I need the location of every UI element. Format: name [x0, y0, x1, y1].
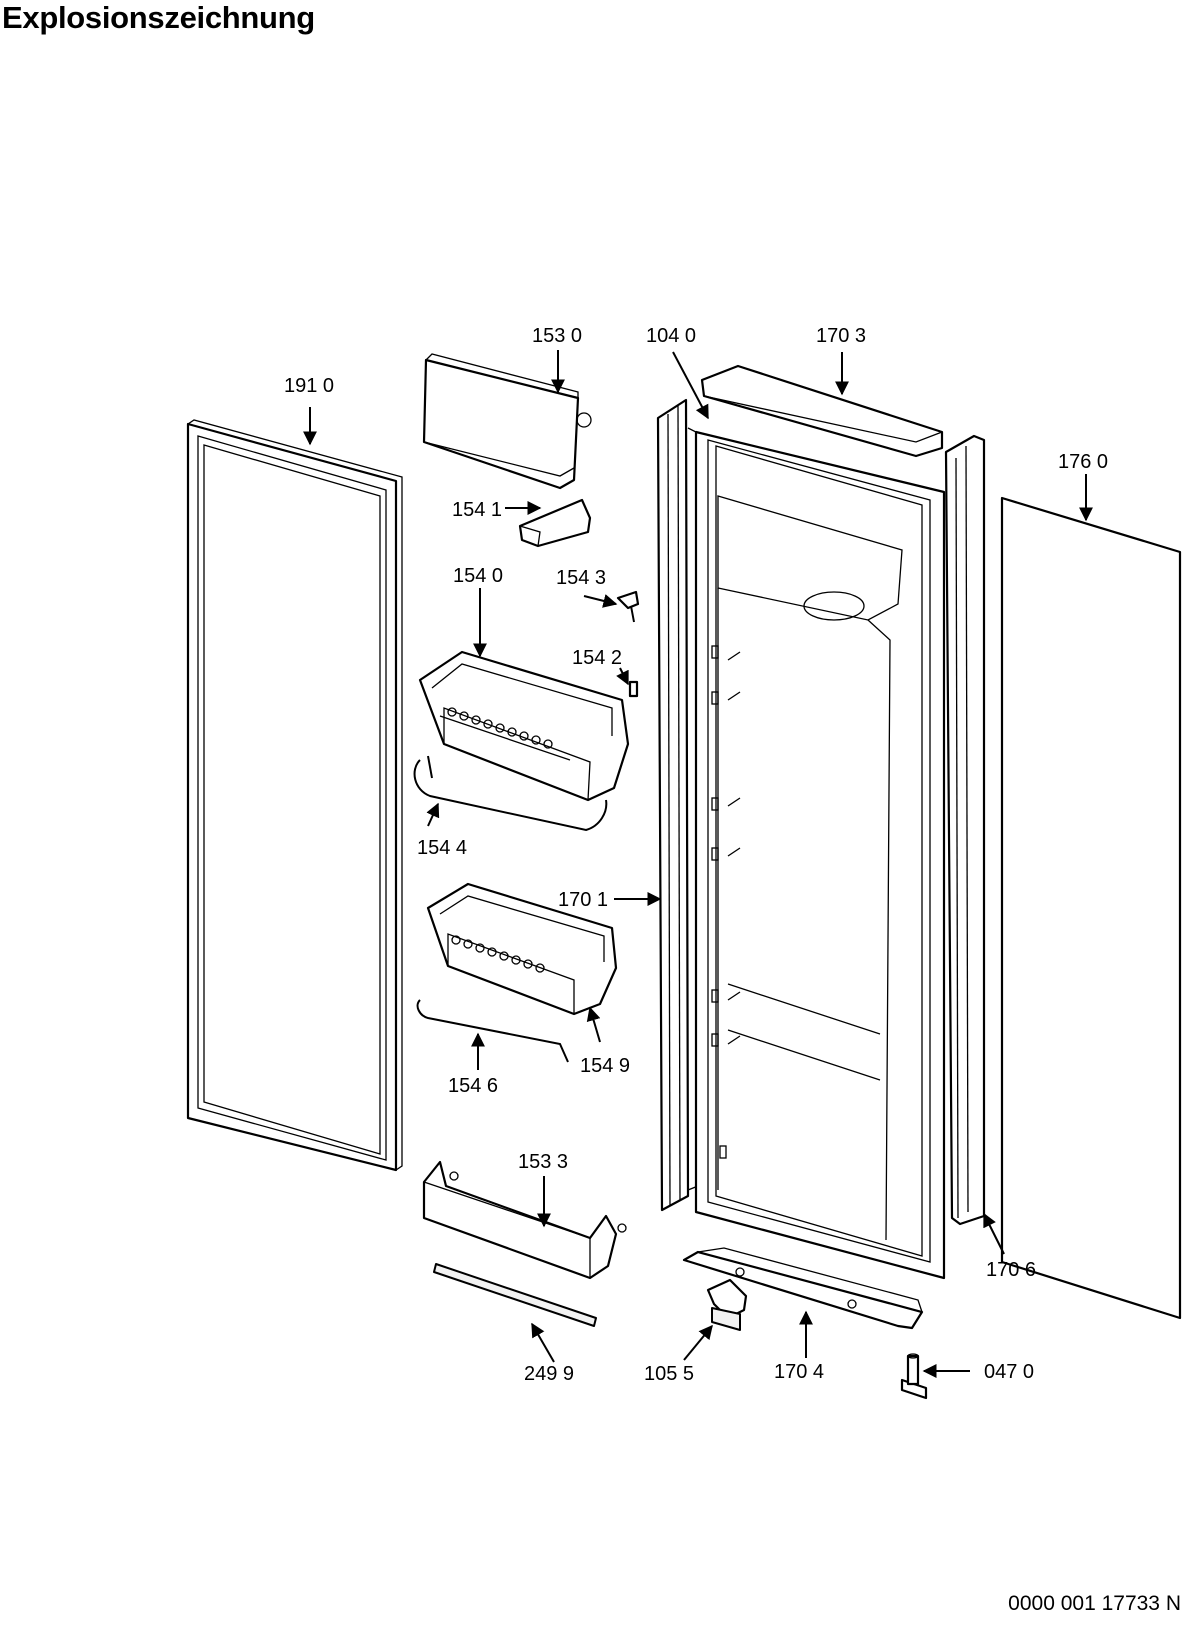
- side-trim-left-part: [656, 398, 699, 1212]
- label-170-3: 170 3: [816, 325, 866, 347]
- top-trim-part: [700, 364, 944, 458]
- label-153-3: 153 3: [518, 1151, 568, 1173]
- wire-rail-lower-part: [416, 999, 569, 1063]
- label-176-0: 176 0: [1058, 451, 1108, 473]
- label-154-1: 154 1: [452, 499, 502, 521]
- label-170-1: 170 1: [558, 889, 608, 911]
- hinge-pin-part: [900, 1353, 928, 1400]
- hinge-plate-part: [706, 1278, 748, 1331]
- top-cover-part: [422, 353, 592, 490]
- door-bin-lower-part: [426, 882, 618, 1016]
- leader-lines: [303, 350, 1093, 1378]
- label-105-5: 105 5: [644, 1363, 694, 1385]
- label-153-0: 153 0: [532, 325, 582, 347]
- seal-strip-part: [433, 1263, 597, 1327]
- door-assembly-part: [694, 430, 946, 1280]
- door-bin-upper-part: [418, 650, 630, 802]
- pin-part: [628, 680, 639, 698]
- label-170-4: 170 4: [774, 1361, 824, 1383]
- label-047-0: 047 0: [984, 1361, 1034, 1383]
- label-104-0: 104 0: [646, 325, 696, 347]
- cover-clip-part: [518, 498, 592, 548]
- label-170-6: 170 6: [986, 1259, 1036, 1281]
- label-191-0: 191 0: [284, 375, 334, 397]
- bottom-trim-part: [682, 1247, 924, 1330]
- label-154-0: 154 0: [453, 565, 503, 587]
- document-number: 0000 001 17733 N: [1008, 1592, 1181, 1615]
- label-154-6: 154 6: [448, 1075, 498, 1097]
- label-154-4: 154 4: [417, 837, 467, 859]
- label-154-9: 154 9: [580, 1055, 630, 1077]
- wire-rail-upper-part: [413, 755, 608, 832]
- screw-part: [616, 590, 640, 623]
- page-title: Explosionszeichnung: [2, 0, 315, 35]
- label-249-9: 249 9: [524, 1363, 574, 1385]
- part-labels: 191 0 153 0 104 0 170 3 176 0 154 1 154 …: [284, 325, 1108, 1385]
- label-154-2: 154 2: [572, 647, 622, 669]
- outer-panel-part: [1000, 496, 1182, 1320]
- door-gasket-part: [186, 419, 403, 1172]
- label-154-3: 154 3: [556, 567, 606, 589]
- side-trim-right-part: [944, 434, 986, 1226]
- bottom-shelf-part: [422, 1160, 627, 1280]
